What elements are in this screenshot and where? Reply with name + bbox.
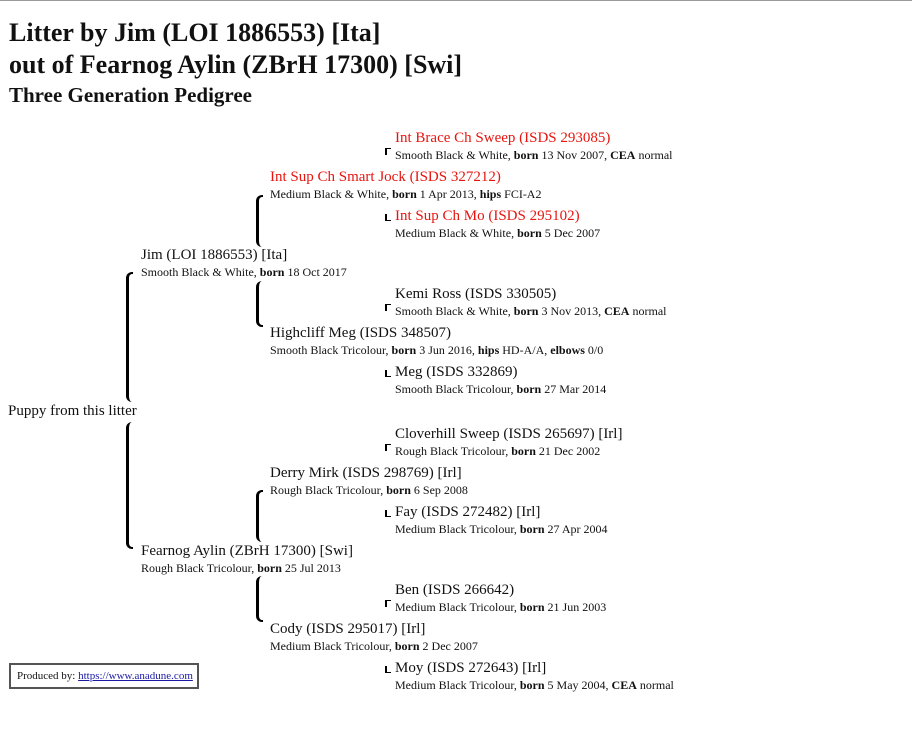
dog-name: Kemi Ross (ISDS 330505) [395, 286, 557, 302]
dog-sss: Int Brace Ch Sweep (ISDS 293085) Smooth … [395, 130, 672, 163]
dog-details: Smooth Black & White, born 3 Nov 2013, C… [395, 304, 667, 318]
dog-name: Ben (ISDS 266642) [395, 582, 515, 598]
dog-details: Medium Black & White, born 1 Apr 2013, h… [270, 187, 542, 201]
dog-name: Jim (LOI 1886553) [Ita] [141, 247, 288, 263]
credit-box: Produced by: https://www.anadune.com [9, 663, 199, 689]
tick-sss [385, 148, 391, 155]
dog-details: Smooth Black & White, born 13 Nov 2007, … [395, 148, 673, 162]
puppy-label: Puppy from this litter [8, 403, 137, 419]
dog-details: Rough Black Tricolour, born 6 Sep 2008 [270, 483, 468, 497]
tick-sds [385, 304, 391, 311]
dog-name: Int Sup Ch Mo (ISDS 295102) [395, 208, 580, 224]
dog-ssd: Int Sup Ch Mo (ISDS 295102) Medium Black… [395, 208, 600, 241]
dog-sire: Jim (LOI 1886553) [Ita] Smooth Black & W… [141, 247, 347, 280]
dog-details: Medium Black Tricolour, born 27 Apr 2004 [395, 522, 608, 536]
dog-name: Derry Mirk (ISDS 298769) [Irl] [270, 465, 462, 481]
page-subtitle: Three Generation Pedigree [9, 83, 252, 107]
dog-name: Cloverhill Sweep (ISDS 265697) [Irl] [395, 426, 623, 442]
dog-details: Medium Black Tricolour, born 5 May 2004,… [395, 678, 674, 692]
bracket-dam [126, 422, 133, 549]
dog-details: Rough Black Tricolour, born 25 Jul 2013 [141, 561, 341, 575]
dog-sds: Kemi Ross (ISDS 330505) Smooth Black & W… [395, 286, 666, 319]
bracket-sire [126, 272, 133, 402]
dog-details: Medium Black Tricolour, born 21 Jun 2003 [395, 600, 607, 614]
tick-dsd [385, 510, 391, 517]
dog-details: Medium Black & White, born 5 Dec 2007 [395, 226, 601, 240]
dog-name: Highcliff Meg (ISDS 348507) [270, 325, 451, 341]
bracket-dam-sire [256, 490, 263, 542]
dog-sire-sire: Int Sup Ch Smart Jock (ISDS 327212) Medi… [270, 169, 541, 202]
dog-name: Fearnog Aylin (ZBrH 17300) [Swi] [141, 543, 353, 559]
top-border [0, 0, 912, 1]
dog-name: Meg (ISDS 332869) [395, 364, 518, 380]
bracket-dam-dam [256, 576, 263, 622]
dog-details: Medium Black Tricolour, born 2 Dec 2007 [270, 639, 478, 653]
dog-dam-dam: Cody (ISDS 295017) [Irl] Medium Black Tr… [270, 621, 478, 654]
dog-dsd: Fay (ISDS 272482) [Irl] Medium Black Tri… [395, 504, 608, 537]
dog-details: Smooth Black & White, born 18 Oct 2017 [141, 265, 347, 279]
dog-name: Cody (ISDS 295017) [Irl] [270, 621, 426, 637]
tick-sdd [385, 370, 391, 377]
dog-details: Smooth Black Tricolour, born 27 Mar 2014 [395, 382, 607, 396]
credit-label: Produced by: [17, 670, 76, 682]
dog-name: Fay (ISDS 272482) [Irl] [395, 504, 541, 520]
bracket-sire-dam [256, 281, 263, 327]
dog-dam: Fearnog Aylin (ZBrH 17300) [Swi] Rough B… [141, 543, 353, 576]
dog-dam-sire: Derry Mirk (ISDS 298769) [Irl] Rough Bla… [270, 465, 468, 498]
tick-dds [385, 600, 391, 607]
page-title-line2: out of Fearnog Aylin (ZBrH 17300) [Swi] [9, 50, 463, 79]
page-title-line1: Litter by Jim (LOI 1886553) [Ita] [9, 18, 381, 47]
dog-sdd: Meg (ISDS 332869) Smooth Black Tricolour… [395, 364, 606, 397]
dog-name: Moy (ISDS 272643) [Irl] [395, 660, 547, 676]
dog-name: Int Sup Ch Smart Jock (ISDS 327212) [270, 169, 501, 185]
credit-link[interactable]: https://www.anadune.com [78, 670, 193, 682]
dog-details: Smooth Black Tricolour, born 3 Jun 2016,… [270, 343, 604, 357]
dog-dss: Cloverhill Sweep (ISDS 265697) [Irl] Rou… [395, 426, 622, 459]
dog-name: Int Brace Ch Sweep (ISDS 293085) [395, 130, 611, 146]
dog-sire-dam: Highcliff Meg (ISDS 348507) Smooth Black… [270, 325, 603, 358]
bracket-sire-sire [256, 195, 263, 247]
dog-details: Rough Black Tricolour, born 21 Dec 2002 [395, 444, 601, 458]
dog-dds: Ben (ISDS 266642) Medium Black Tricolour… [395, 582, 606, 615]
tick-ddd [385, 666, 391, 673]
tick-dss [385, 444, 391, 451]
tick-ssd [385, 214, 391, 221]
dog-ddd: Moy (ISDS 272643) [Irl] Medium Black Tri… [395, 660, 674, 693]
